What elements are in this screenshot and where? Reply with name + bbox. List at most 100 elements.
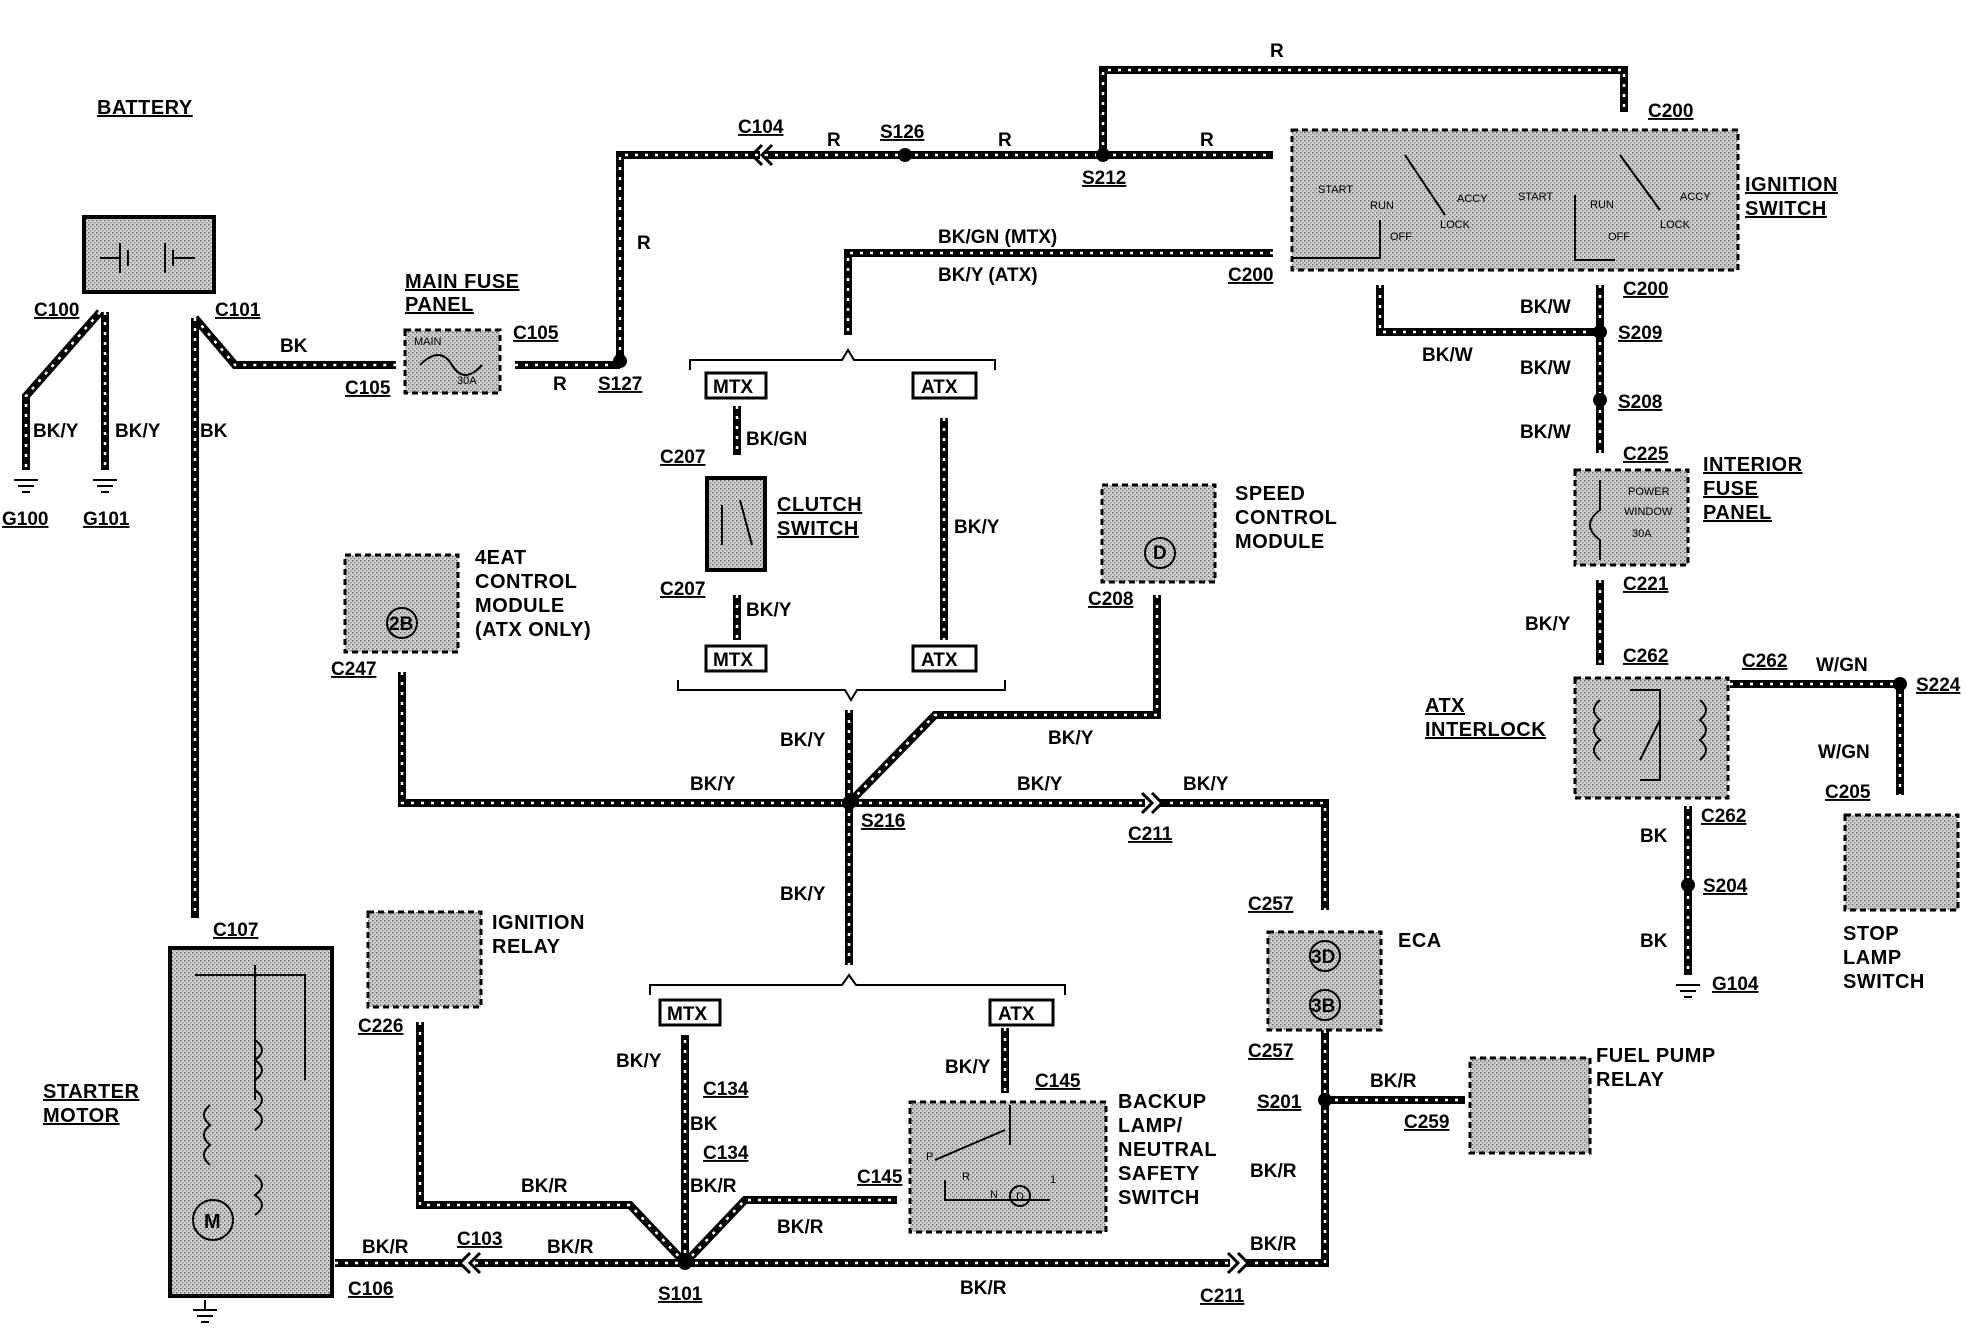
- connector-symbols: [457, 143, 1251, 1275]
- isw-left-run: RUN: [1370, 200, 1394, 212]
- ignition-relay-box: [366, 910, 483, 1009]
- s208-label: S208: [1618, 392, 1662, 413]
- s126-label: S126: [880, 122, 924, 143]
- wire-r-s126-label: R: [998, 130, 1012, 151]
- wire-bk-starter-label: BK: [200, 421, 228, 442]
- wire-bky-speed-label: BK/Y: [1048, 728, 1094, 749]
- eat-badge: 2B: [389, 614, 413, 635]
- clutch-switch-contact-icon: [721, 499, 753, 546]
- wire-bkr-mtx-label: BK/R: [690, 1176, 737, 1197]
- backup-switch-label-2: LAMP/: [1118, 1115, 1183, 1137]
- c104-label: C104: [738, 117, 784, 138]
- wire-r-s127-label: R: [637, 233, 651, 254]
- s216-label: S216: [861, 811, 905, 832]
- wire-r-top-loop-stripe: [1101, 68, 1626, 155]
- backup-1: 1: [1050, 1174, 1056, 1186]
- fuse-element-icon: [419, 354, 483, 376]
- battery-label: BATTERY: [97, 97, 193, 119]
- starter-label-1: STARTER: [43, 1081, 140, 1103]
- wire-bkr-s101-backup: [682, 1196, 897, 1266]
- backup-d: D: [1016, 1191, 1024, 1203]
- brace-top-2: [677, 680, 1006, 702]
- main-fuse-inner-2: 30A: [457, 375, 477, 387]
- fuel-pump-label-2: RELAY: [1596, 1069, 1665, 1091]
- c200-right-label: C200: [1623, 279, 1668, 300]
- c262-right-label: C262: [1742, 651, 1787, 672]
- atx-option-3: ATX: [998, 1004, 1035, 1025]
- clutch-switch-box: [705, 476, 767, 572]
- fuel-pump-label-1: FUEL PUMP: [1596, 1045, 1716, 1067]
- wire-bky-4eat-label: BK/Y: [690, 774, 736, 795]
- brace-bottom: [649, 973, 1066, 995]
- c226-label: C226: [358, 1016, 403, 1037]
- c225-label: C225: [1623, 444, 1669, 465]
- c200-left-label: C200: [1228, 265, 1273, 286]
- labels: BATTERY C100 C101 BK/Y BK/Y BK G100 G101…: [2, 41, 1961, 1307]
- backup-switch-label-5: SWITCH: [1118, 1187, 1200, 1209]
- interior-fuse-element-icon: [1589, 480, 1601, 560]
- wire-bkgn-ignition-left-stripe: [846, 251, 1273, 335]
- clutch-switch-label-2: SWITCH: [777, 518, 859, 540]
- eca-badge-top: 3D: [1311, 947, 1335, 968]
- wire-bky-c211-eca-stripe: [1160, 801, 1327, 910]
- c107-label: C107: [213, 920, 258, 941]
- mtx-option-2: MTX: [713, 650, 753, 671]
- option-braces: [649, 348, 1066, 1027]
- starter-motor-badge-circle: [192, 1199, 234, 1241]
- atx-box-3: [988, 998, 1055, 1027]
- interior-fuse-label-2: FUSE: [1703, 478, 1758, 500]
- s209-label: S209: [1618, 323, 1662, 344]
- c104-symbol: [749, 143, 774, 167]
- wire-bky-atx-label: BK/Y (ATX): [938, 265, 1038, 286]
- c103-label: C103: [457, 1229, 502, 1250]
- wire-bky-g100-label: BK/Y: [33, 421, 79, 442]
- wire-bky-down-label: BK/Y: [780, 884, 826, 905]
- interlock-relay-icon: [1593, 689, 1707, 781]
- atx-box-2: [911, 644, 978, 673]
- atx-option-1: ATX: [921, 377, 958, 398]
- isw-right-lock: LOCK: [1660, 219, 1691, 231]
- atx-interlock-label-1: ATX: [1425, 695, 1465, 717]
- isw-left-off: OFF: [1390, 231, 1412, 243]
- wire-bky-g100: [22, 309, 104, 470]
- wire-bky-mtx-lower-label: BK/Y: [616, 1051, 662, 1072]
- wire-bky-speed-control-stripe: [848, 595, 1159, 804]
- eat-badge-circle: [386, 607, 418, 639]
- s224-dot: [1893, 677, 1907, 691]
- s201-label: S201: [1257, 1092, 1302, 1113]
- wire-r-s127-c104-stripe: [618, 153, 760, 360]
- stop-lamp-label-1: STOP: [1843, 923, 1899, 945]
- starter-ground-icon: [193, 1300, 217, 1323]
- wire-bky-s216-right-label: BK/Y: [1017, 774, 1063, 795]
- s212-dot: [1096, 148, 1110, 162]
- isw-right-off: OFF: [1608, 231, 1630, 243]
- speed-control-badge-circle: [1144, 537, 1176, 569]
- s209-dot: [1593, 325, 1607, 339]
- backup-switch-label-4: SAFETY: [1118, 1163, 1200, 1185]
- speed-control-label-3: MODULE: [1235, 531, 1325, 553]
- c205-label: C205: [1825, 782, 1871, 803]
- backup-p: P: [926, 1151, 933, 1163]
- wire-bky-g101-label: BK/Y: [115, 421, 161, 442]
- speed-control-label-2: CONTROL: [1235, 507, 1337, 529]
- wire-bky-speed-control: [846, 595, 1161, 806]
- interior-fuse-inner-2: WINDOW: [1624, 506, 1673, 518]
- wire-bkr-c103-label: BK/R: [547, 1237, 594, 1258]
- eca-label: ECA: [1398, 930, 1442, 952]
- wire-bk-mtx-label: BK: [690, 1114, 718, 1135]
- wire-r-top-label: R: [1270, 41, 1284, 62]
- wire-bkgn-ignition-left: [844, 249, 1273, 335]
- starter-label-2: MOTOR: [43, 1105, 120, 1127]
- c208-label: C208: [1088, 589, 1133, 610]
- wire-bkr-starter-label: BK/R: [362, 1237, 409, 1258]
- eat-module-box: [343, 553, 460, 654]
- eca-badge-bottom: 3B: [1311, 996, 1335, 1017]
- g100-label: G100: [2, 509, 48, 530]
- c207-top-label: C207: [660, 447, 705, 468]
- eca-badge-circle-bottom: [1309, 989, 1341, 1021]
- wire-bkw-mid-label: BK/W: [1520, 358, 1571, 379]
- speed-control-box: [1100, 483, 1217, 584]
- interior-fuse-label-1: INTERIOR: [1703, 454, 1803, 476]
- eat-label-4: (ATX ONLY): [475, 619, 591, 641]
